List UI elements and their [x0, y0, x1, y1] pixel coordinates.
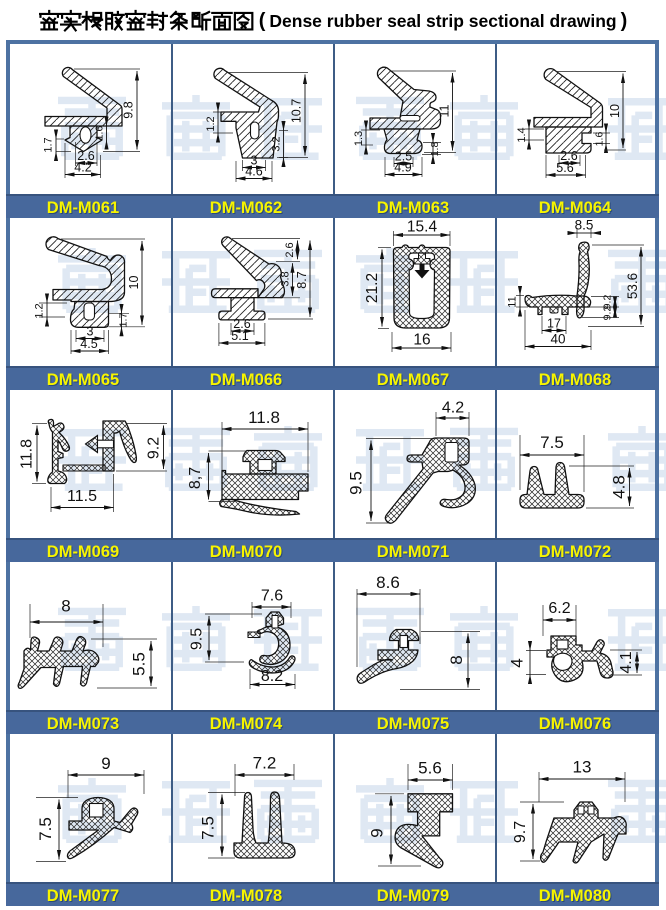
- svg-text:6.2: 6.2: [548, 600, 570, 617]
- svg-text:11: 11: [438, 104, 452, 117]
- svg-text:40: 40: [550, 332, 565, 347]
- svg-text:8.5: 8.5: [575, 218, 594, 233]
- svg-text:4.2: 4.2: [74, 161, 91, 175]
- svg-text:53.6: 53.6: [625, 273, 640, 299]
- svg-text:11.8: 11.8: [248, 408, 280, 427]
- svg-text:8: 8: [447, 655, 466, 664]
- svg-text:8,7: 8,7: [187, 467, 204, 489]
- svg-text:7.5: 7.5: [199, 816, 218, 840]
- svg-text:10.7: 10.7: [290, 99, 304, 123]
- svg-text:8.6: 8.6: [376, 573, 400, 592]
- svg-text:7.5: 7.5: [540, 433, 564, 452]
- svg-text:2.6: 2.6: [77, 149, 94, 163]
- svg-text:21.2: 21.2: [364, 273, 381, 303]
- svg-text:1.7: 1.7: [118, 313, 130, 328]
- svg-text:9.2: 9.2: [146, 437, 163, 459]
- svg-text:10: 10: [127, 276, 141, 290]
- svg-text:9: 9: [101, 754, 110, 773]
- svg-text:9.5: 9.5: [189, 628, 206, 650]
- svg-text:11.5: 11.5: [67, 488, 97, 505]
- svg-text:3: 3: [87, 325, 94, 339]
- svg-text:4: 4: [508, 658, 527, 667]
- svg-text:2.6: 2.6: [284, 242, 296, 257]
- svg-text:2.6: 2.6: [560, 149, 577, 163]
- svg-text:1.2: 1.2: [34, 303, 46, 318]
- svg-text:15.4: 15.4: [407, 219, 438, 236]
- svg-text:1.3: 1.3: [353, 131, 365, 146]
- svg-text:8.7: 8.7: [295, 271, 309, 288]
- svg-text:10: 10: [608, 104, 622, 118]
- svg-text:9.7: 9.7: [512, 821, 529, 843]
- svg-text:4.8: 4.8: [610, 475, 629, 499]
- svg-text:9.2: 9.2: [602, 295, 614, 310]
- svg-text:11.8: 11.8: [19, 439, 36, 469]
- svg-text:11: 11: [507, 296, 519, 307]
- svg-text:7.2: 7.2: [253, 754, 277, 773]
- svg-text:1.6: 1.6: [594, 132, 606, 147]
- svg-text:17: 17: [547, 317, 561, 331]
- svg-text:5.1: 5.1: [231, 329, 248, 343]
- svg-text:1.7: 1.7: [43, 137, 55, 152]
- svg-text:9.5: 9.5: [347, 471, 366, 495]
- svg-text:2.6: 2.6: [233, 317, 250, 331]
- svg-text:9.2: 9.2: [602, 306, 614, 321]
- svg-text:5.5: 5.5: [130, 652, 149, 676]
- svg-text:5.6: 5.6: [418, 759, 442, 778]
- svg-text:1.2: 1.2: [205, 116, 217, 131]
- svg-text:8: 8: [61, 597, 70, 616]
- svg-text:1.8: 1.8: [429, 142, 441, 157]
- svg-text:3.8: 3.8: [280, 271, 292, 286]
- svg-text:9: 9: [368, 828, 387, 837]
- svg-text:2.5: 2.5: [395, 150, 412, 164]
- svg-text:1.4: 1.4: [516, 127, 528, 142]
- svg-text:4.1: 4.1: [618, 651, 635, 673]
- svg-text:4.2: 4.2: [442, 400, 464, 417]
- svg-text:3: 3: [251, 154, 258, 168]
- svg-text:13: 13: [573, 758, 592, 777]
- svg-text:4.5: 4.5: [80, 337, 97, 351]
- svg-text:7.5: 7.5: [36, 817, 55, 841]
- svg-text:4.6: 4.6: [245, 165, 262, 179]
- svg-text:9.8: 9.8: [122, 101, 136, 118]
- svg-text:4.9: 4.9: [394, 161, 411, 175]
- svg-text:8.2: 8.2: [261, 668, 283, 685]
- svg-text:5.6: 5.6: [556, 161, 573, 175]
- svg-text:7.6: 7.6: [261, 588, 283, 605]
- svg-text:1.6: 1.6: [94, 126, 106, 141]
- svg-text:3.2: 3.2: [271, 136, 283, 151]
- svg-text:16: 16: [413, 332, 430, 349]
